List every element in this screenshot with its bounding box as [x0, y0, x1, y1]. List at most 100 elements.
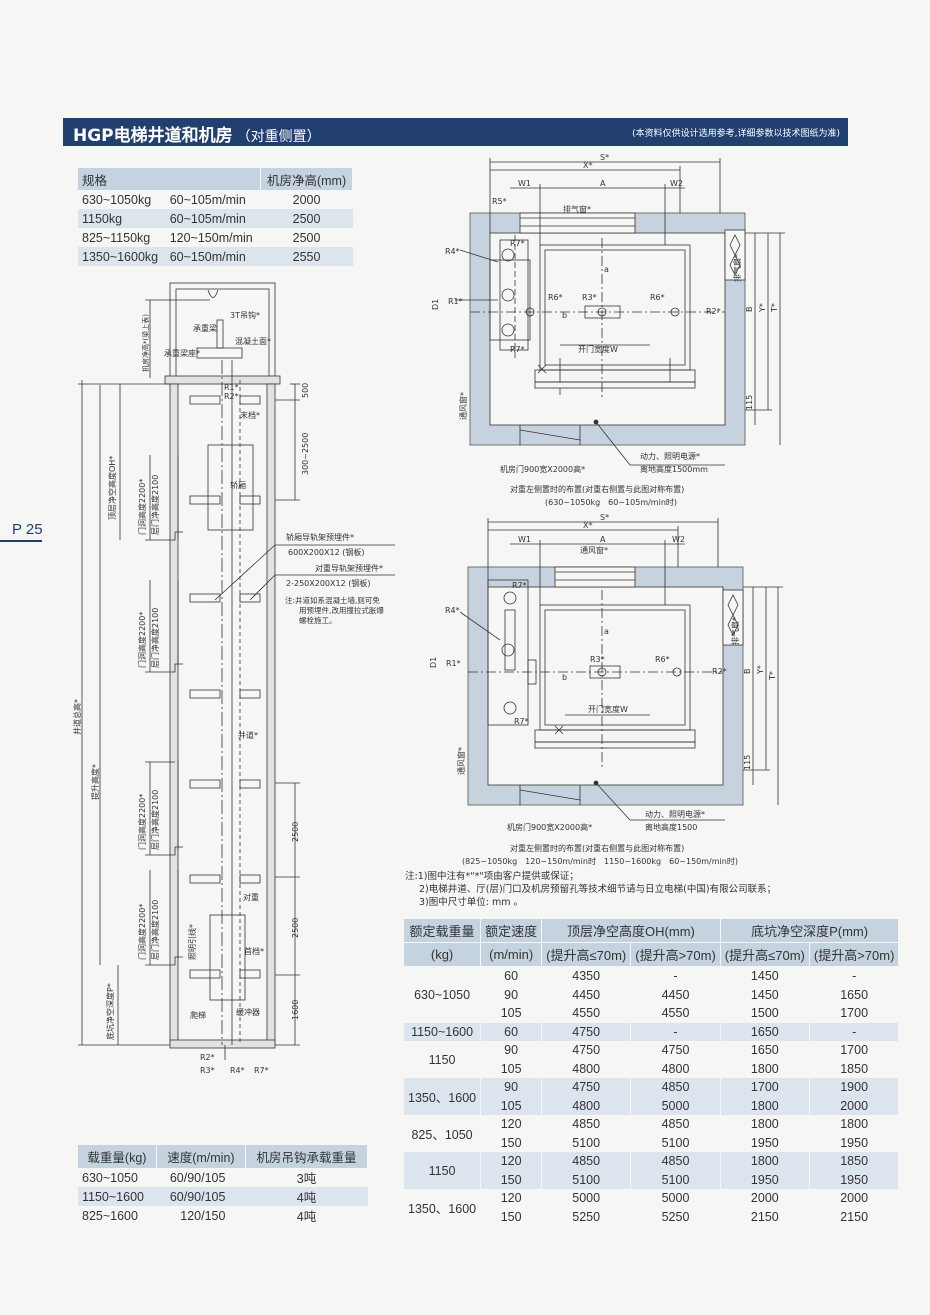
sub-speed-unit: (m/min): [480, 942, 543, 967]
cell: 2000: [292, 192, 321, 207]
label-door-width: 开门宽度W: [588, 704, 628, 714]
cell: 105: [480, 1059, 543, 1078]
label-buffer: 缓冲器: [236, 1007, 260, 1017]
label-landing-door: 层门净高度2100: [150, 608, 160, 668]
col-speed: 速度(m/min): [156, 1145, 246, 1168]
cell: 1450: [719, 985, 810, 1004]
cell: 60/90/105: [156, 1187, 246, 1206]
cell: 1350~1600kg: [78, 247, 166, 266]
cell: -: [630, 1022, 721, 1041]
cell: 4750: [541, 1078, 632, 1097]
label-door-opening: 门洞高度2200*: [137, 479, 147, 535]
label-R7: R7*: [510, 239, 525, 248]
cell: 120/150: [180, 1208, 226, 1223]
cell: 1950: [808, 1170, 900, 1189]
cell: 1950: [719, 1133, 810, 1152]
cell: 825~1600: [82, 1208, 138, 1223]
dim-X: X*: [583, 521, 592, 530]
label-side-vent: 通风窗*: [458, 392, 468, 420]
cell: 1800: [808, 1115, 900, 1134]
cell: 4800: [630, 1059, 721, 1078]
dim-D1: D1: [429, 657, 438, 668]
title-text: HGP电梯井道和机房: [73, 126, 233, 146]
cell: 60~105m/min: [169, 192, 246, 207]
cell: 150: [480, 1170, 543, 1189]
label-door-width: 开门宽度W: [578, 344, 618, 354]
col-spec: 规格: [78, 168, 262, 190]
load-cell: 630~1050: [402, 966, 482, 1023]
dim-W1: W1: [518, 535, 531, 544]
label-R5: R5*: [492, 197, 507, 206]
cell: 1700: [808, 1041, 900, 1060]
caption-range: (630~1050kg 60~105m/min时): [545, 497, 677, 507]
cell: 1800: [719, 1096, 810, 1115]
note: 注:1)图中注有*"*"项由客户提供或保证；: [405, 871, 579, 882]
label-car-bracket-size: 600X200X12 (钢板): [288, 547, 364, 557]
cell: 1650: [808, 985, 900, 1004]
load-cell: 825、1050: [402, 1115, 482, 1152]
label-R2: R2*: [224, 392, 239, 401]
cell: 60~150m/min: [165, 247, 261, 266]
label-car: 轿厢: [230, 480, 246, 490]
dim-2500: 2500: [291, 918, 300, 938]
cell: 4850: [630, 1152, 721, 1171]
bracket-note: 注:井道如系混凝土墙,则可免: [285, 595, 380, 605]
label-R4: R4*: [230, 1066, 245, 1075]
cell: 120: [480, 1115, 543, 1134]
cell: 5000: [541, 1189, 632, 1208]
dim-W2: W2: [670, 179, 683, 188]
caption: 对重左侧置时的布置(对重右侧置与此图对称布置): [510, 484, 684, 494]
dim-115: 115: [745, 395, 754, 410]
load-cell: 1350、1600: [402, 1189, 482, 1226]
col-pit: 底坑净空深度P(mm): [719, 918, 900, 943]
cell: 60~105m/min: [165, 209, 261, 228]
col-oh: 顶层净空高度OH(mm): [541, 918, 721, 943]
label-cw-bracket: 对重导轨架预埋件*: [315, 563, 383, 573]
cell: 2550: [260, 247, 353, 266]
label-R4: R4*: [445, 247, 460, 256]
label-machine-room-height: 机房净高*(梁上表): [141, 314, 150, 372]
cell: 120~150m/min: [169, 230, 253, 245]
cell: 2000: [808, 1096, 900, 1115]
cell: 5100: [541, 1133, 632, 1152]
label-R7: R7*: [254, 1066, 269, 1075]
label-beam-seat: 承重梁座*: [164, 348, 200, 358]
label-landing-door: 层门净高度2100: [150, 900, 160, 960]
label-concrete: 混凝土面*: [235, 336, 271, 346]
cell: 5100: [541, 1170, 632, 1189]
cell: 4吨: [245, 1187, 368, 1206]
page-number: P 25: [12, 521, 43, 538]
cell: 1450: [719, 966, 810, 986]
load-cell: 1150: [402, 1041, 482, 1078]
note: 3)图中尺寸单位: mm 。: [419, 897, 523, 908]
cell: 4850: [630, 1115, 721, 1134]
col-load: 额定载重量: [402, 918, 482, 943]
label-R3: R3*: [590, 655, 605, 664]
cell: 90: [480, 1078, 543, 1097]
label-cw-bracket-size: 2-250X200X12 (钢板): [286, 578, 370, 588]
cell: 4550: [630, 1004, 721, 1023]
label-car-bracket: 轿厢导轨架预埋件*: [286, 532, 354, 542]
cell: 1950: [808, 1133, 900, 1152]
cell: 60: [480, 966, 543, 986]
note: 2)电梯井道、厅(层)门口及机房预留孔等技术细节请与日立电梯(中国)有限公司联系…: [419, 884, 777, 895]
section-header: HGP电梯井道和机房（对重侧置） (本资料仅供设计选用参考,详细参数以技术图纸为…: [63, 118, 848, 146]
dim-W1: W1: [518, 179, 531, 188]
dim-X: X*: [583, 161, 592, 170]
cell: 1950: [719, 1170, 810, 1189]
dim-115: 115: [743, 755, 752, 770]
cell: 90: [480, 1041, 543, 1060]
label-counterweight: 对重: [243, 892, 259, 902]
dim-W2: W2: [672, 535, 685, 544]
